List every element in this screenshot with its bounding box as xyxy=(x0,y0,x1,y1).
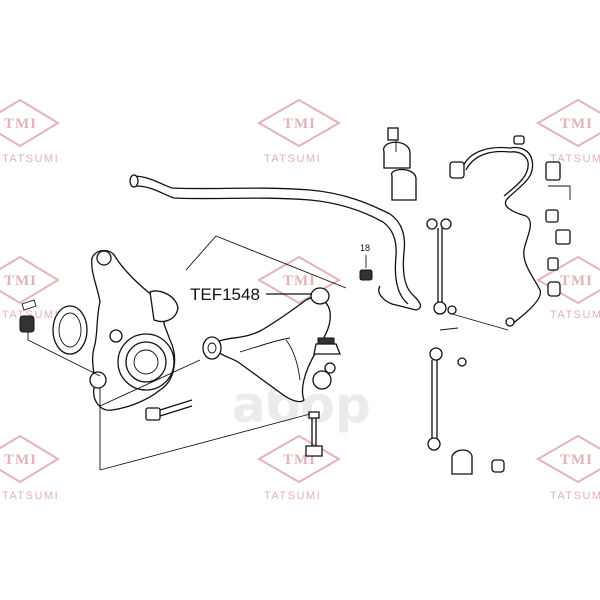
abs-sensor-wire xyxy=(449,135,571,331)
tmi-logo-text: TMI xyxy=(560,273,593,289)
tatsumi-watermark-text: TATSUMI xyxy=(550,490,600,502)
tmi-logo-bottom-center: TMI xyxy=(256,434,342,484)
tatsumi-watermark-text: TATSUMI xyxy=(264,153,321,165)
part-number-label: TEF1548 xyxy=(190,285,260,304)
tmi-logo-top-center: TMI xyxy=(256,98,342,148)
tatsumi-watermark-text: TATSUMI xyxy=(2,490,59,502)
tmi-logo-bottom-left: TMI xyxy=(0,434,60,484)
tatsumi-watermark-text: TATSUMI xyxy=(2,153,59,165)
steering-knuckle xyxy=(89,249,179,411)
tatsumi-watermark-text: TATSUMI xyxy=(550,309,600,321)
tmi-logo-text: TMI xyxy=(4,116,37,132)
lock-nut xyxy=(19,299,37,333)
tmi-logo-top-left: TMI xyxy=(0,98,60,148)
lower-stabilizer-link xyxy=(427,347,505,475)
ref-number-label: 18 xyxy=(360,243,370,253)
part-callout: TEF1548 xyxy=(190,285,312,304)
tatsumi-watermark-text: TATSUMI xyxy=(2,309,59,321)
stabilizer-bar xyxy=(129,174,422,311)
stabilizer-bushing xyxy=(383,127,417,201)
leader-lines xyxy=(27,235,459,471)
tmi-logo-text: TMI xyxy=(4,452,37,468)
tmi-logo-text: TMI xyxy=(4,273,37,289)
tatsumi-watermark-text: TATSUMI xyxy=(264,490,321,502)
lower-control-arm xyxy=(202,287,336,403)
tmi-logo-top-right: TMI xyxy=(535,98,600,148)
tmi-logo-middle-left: TMI xyxy=(0,255,60,305)
tmi-logo-text: TMI xyxy=(283,273,316,289)
tmi-logo-text: TMI xyxy=(560,116,593,132)
tmi-logo-middle-center: TMI xyxy=(256,255,342,305)
control-arm-bushing xyxy=(313,337,341,355)
stabilizer-link xyxy=(426,218,457,315)
tmi-logo-bottom-right: TMI xyxy=(535,434,600,484)
knuckle-bolt xyxy=(145,399,193,421)
tmi-logo-text: TMI xyxy=(283,116,316,132)
tatsumi-watermark-text: TATSUMI xyxy=(550,153,600,165)
ref-nut-18: 18 xyxy=(359,243,373,281)
watermark-layer: aбор TMI TATSUMI TMI TATSUMI TMI TATSUMI… xyxy=(0,98,600,502)
arm-bolt xyxy=(305,411,323,457)
tmi-logo-middle-right: TMI xyxy=(535,255,600,305)
tmi-logo-text: TMI xyxy=(560,452,593,468)
oil-seal xyxy=(52,305,88,355)
